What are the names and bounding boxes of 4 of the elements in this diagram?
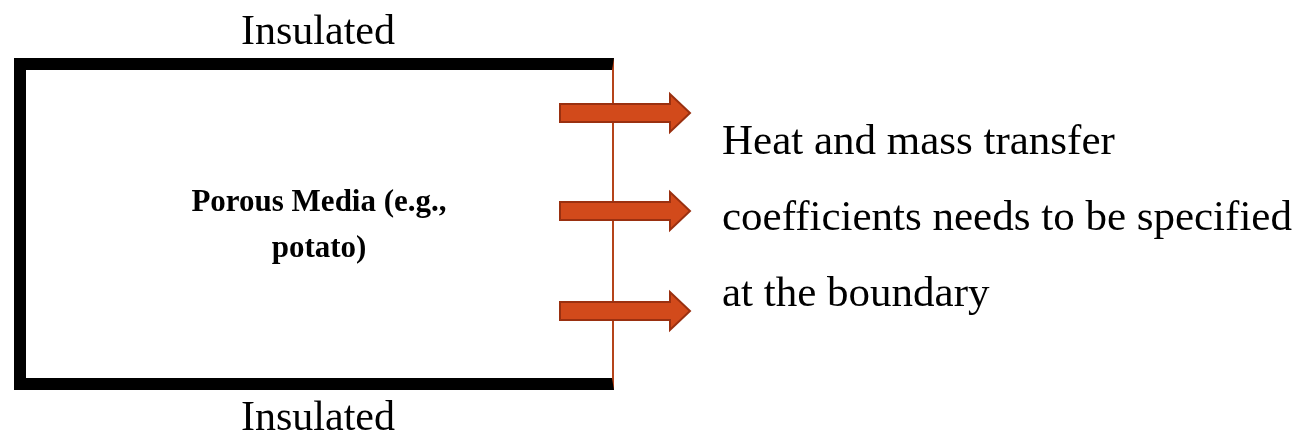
boundary-note: Heat and mass transfer coefficients needs to be specified at the boundary [722,115,1293,317]
boundary-label: Insulated [240,6,396,54]
box-label: Porous Media (e.g., potato) [190,182,448,266]
boundary-label: Insulated [240,392,396,440]
